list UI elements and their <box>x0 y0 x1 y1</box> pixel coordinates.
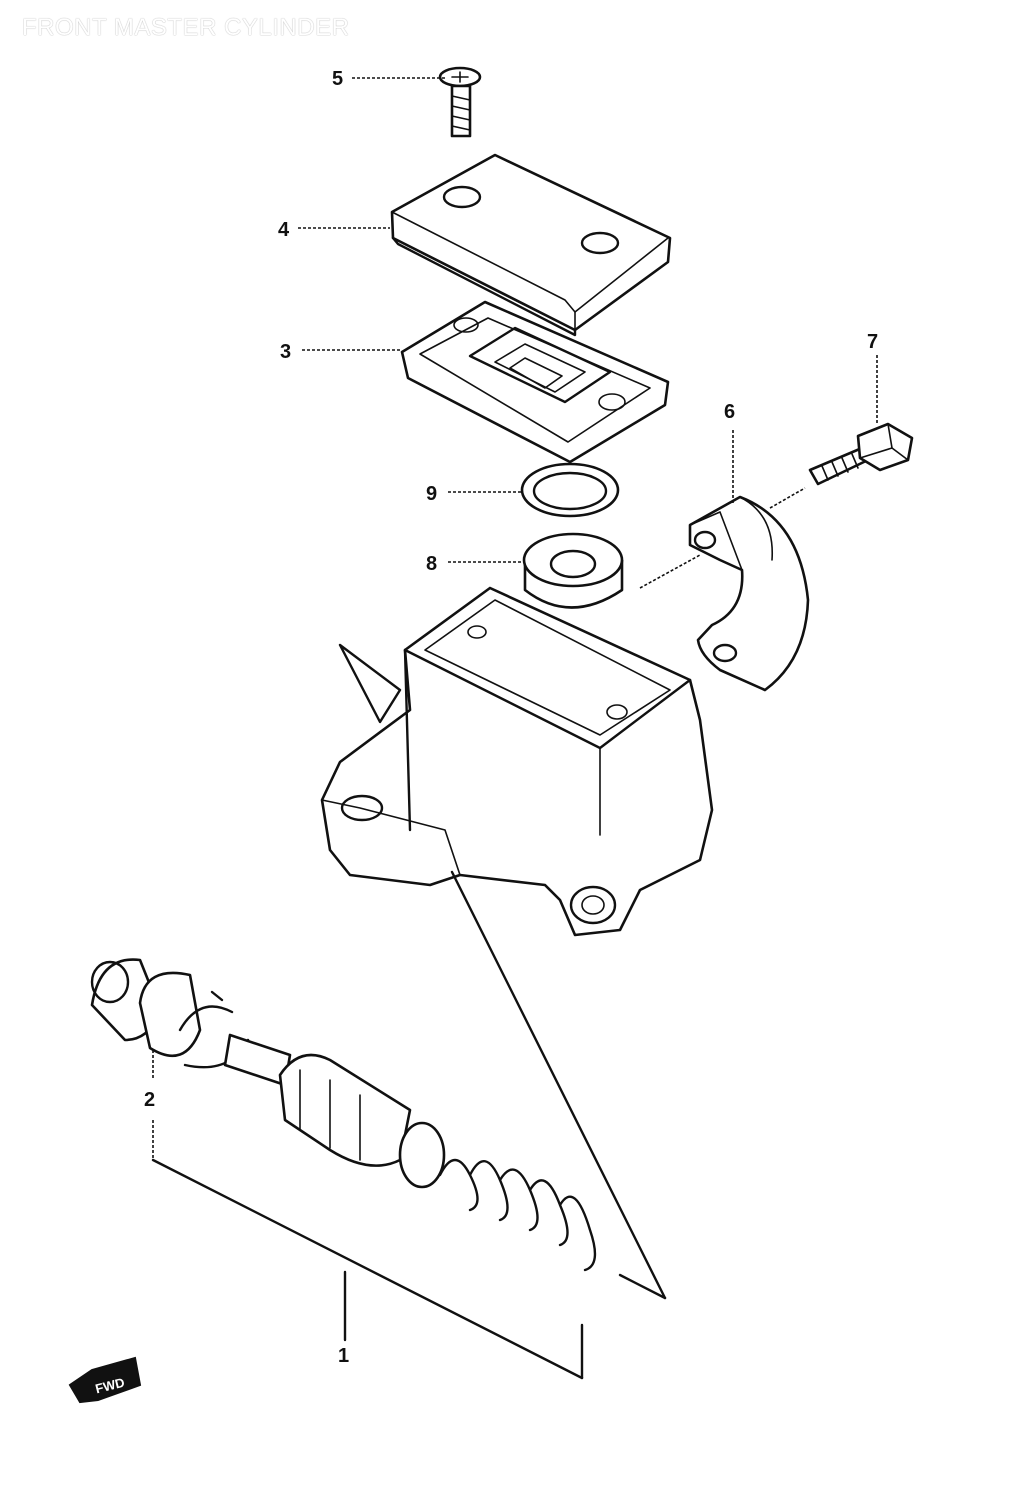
callout-6: 6 <box>724 401 735 423</box>
part-4-reservoir-cap[interactable] <box>390 153 672 337</box>
part-8-boot[interactable] <box>522 532 624 609</box>
part-6-clamp[interactable] <box>688 495 810 692</box>
callout-2: 2 <box>144 1089 155 1111</box>
part-7-bolt[interactable] <box>808 422 914 486</box>
master-cylinder-body[interactable] <box>320 586 714 937</box>
forward-label: FWD <box>94 1375 126 1397</box>
callout-4: 4 <box>278 219 290 241</box>
callout-8: 8 <box>426 553 437 575</box>
callout-5: 5 <box>332 68 343 90</box>
part-9-ring[interactable] <box>520 462 620 518</box>
piston-assembly[interactable] <box>90 958 597 1272</box>
diagram-title: FRONT MASTER CYLINDER <box>22 14 350 41</box>
callout-3: 3 <box>280 341 291 363</box>
forward-arrow-icon: FWD <box>68 1356 142 1404</box>
callout-7: 7 <box>867 331 878 353</box>
part-3-diaphragm[interactable] <box>400 300 670 464</box>
part-5-screw[interactable] <box>438 66 482 138</box>
callout-9: 9 <box>426 483 437 505</box>
callout-1: 1 <box>338 1345 349 1367</box>
leader-lines <box>151 77 878 1380</box>
